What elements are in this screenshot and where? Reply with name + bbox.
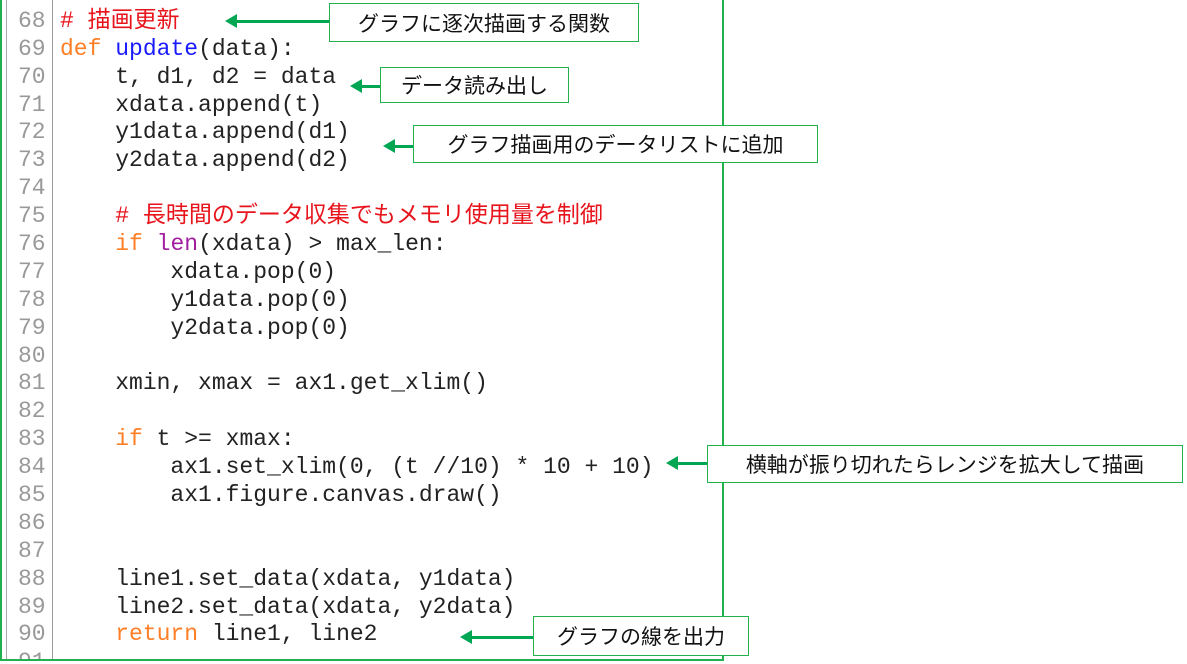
callout-text: グラフに逐次描画する関数: [358, 11, 610, 36]
line-number: 67: [18, 0, 50, 8]
line-number: 70: [18, 63, 46, 90]
line-number: 78: [18, 286, 46, 313]
line-number: 87: [18, 537, 46, 564]
callout-update-func: グラフに逐次描画する関数: [329, 3, 639, 42]
code-text: line1.set_data(xdata, y1data): [60, 566, 515, 594]
code-text: # 長時間のデータ収集でもメモリ使用量を制御: [60, 203, 603, 231]
line-number: 68: [18, 7, 46, 34]
code-token-plain: xdata.append(t): [60, 91, 323, 118]
callout-expand-range: 横軸が振り切れたらレンジを拡大して描画: [707, 445, 1183, 483]
callout-text: グラフの線を出力: [557, 625, 725, 649]
line-number: 73: [18, 147, 46, 174]
code-text: # 描画更新: [60, 8, 180, 36]
code-token-plain: (data):: [198, 35, 295, 62]
callout-append-list: グラフ描画用のデータリストに追加: [413, 125, 818, 163]
arrow-icon: [460, 630, 533, 644]
code-token-plain: xdata.pop(0): [60, 258, 337, 285]
code-token-plain: ax1.figure.canvas.draw(): [60, 482, 502, 509]
code-token-plain: [60, 621, 115, 647]
code-token-builtin: len: [156, 231, 199, 258]
code-token-plain: y1data.append(d1): [60, 119, 350, 146]
line-number: 85: [18, 482, 46, 509]
code-token-plain: t >= xmax:: [142, 426, 295, 453]
arrow-icon: [666, 456, 707, 470]
callout-output-lines: グラフの線を出力: [533, 616, 749, 656]
code-text: xdata.append(t): [60, 92, 322, 120]
arrow-icon: [225, 14, 329, 28]
line-number: 71: [18, 91, 46, 118]
arrow-icon: [350, 79, 380, 93]
code-token-comment: # 描画更新: [60, 7, 180, 34]
line-number: 79: [18, 314, 46, 341]
line-number: 72: [18, 119, 46, 146]
code-token-plain: line1, line2: [198, 621, 378, 648]
line-number: 80: [18, 342, 46, 369]
code-token-plain: line1.set_data(xdata, y1data): [60, 565, 516, 592]
code-editor: 6768 # 描画更新 69 def update(data): 70 t, d1, d…: [0, 0, 724, 661]
code-token-plain: line2.set_data(xdata, y2data): [60, 593, 516, 620]
code-text: y1data.pop(0): [60, 286, 350, 315]
code-token-kw: return: [115, 621, 199, 648]
code-text: ax1.figure.canvas.draw(): [60, 482, 502, 510]
code-text: y2data.append(d2): [60, 147, 350, 175]
line-number: 83: [18, 426, 46, 453]
line-number: 76: [18, 231, 46, 258]
code-text: def update(data):: [60, 36, 295, 64]
code-token-plain: [101, 36, 115, 62]
code-token-plain: [60, 203, 115, 229]
code-token-kw: def: [60, 35, 102, 62]
editor-edge: [6, 0, 7, 659]
callout-text: グラフ描画用のデータリストに追加: [447, 133, 784, 157]
code-text: return line1, line2: [60, 621, 377, 649]
code-token-plain: (xdata) > max_len:: [198, 231, 447, 258]
code-text: line2.set_data(xdata, y2data): [60, 594, 515, 622]
code-token-fn: update: [115, 35, 199, 62]
code-token-plain: xmin, xmax = ax1.get_xlim(): [60, 370, 488, 397]
line-number: 74: [18, 175, 46, 202]
code-text: xmin, xmax = ax1.get_xlim(): [60, 370, 488, 398]
code-token-kw: if: [115, 231, 143, 258]
code-token-plain: [60, 426, 115, 452]
code-token-plain: ax1.set_xlim(0, (t //10) * 10 + 10): [60, 454, 654, 481]
line-number: 84: [18, 454, 46, 481]
code-token-kw: if: [115, 426, 143, 453]
gutter-divider: [52, 0, 53, 659]
code-token-plain: y1data.pop(0): [60, 286, 350, 313]
code-text: y1data.append(d1): [60, 119, 350, 147]
code-text: if t >= xmax:: [60, 426, 295, 454]
line-number: 69: [18, 35, 46, 62]
code-token-plain: y2data.pop(0): [60, 314, 350, 341]
arrow-icon: [383, 139, 413, 153]
line-number: 86: [18, 509, 46, 536]
callout-read-data: データ読み出し: [380, 67, 569, 103]
callout-text: 横軸が振り切れたらレンジを拡大して描画: [745, 453, 1145, 477]
code-text: ax1.set_xlim(0, (t //10) * 10 + 10): [60, 454, 654, 482]
code-token-plain: t, d1, d2 = data: [60, 63, 337, 90]
code-token-comment: # 長時間のデータ収集でもメモリ使用量を制御: [115, 203, 603, 230]
line-number: 89: [18, 593, 46, 620]
code-text: if len(xdata) > max_len:: [60, 231, 447, 259]
line-number: 81: [18, 370, 46, 397]
code-text: t, d1, d2 = data: [60, 64, 336, 92]
line-number: 90: [18, 621, 46, 648]
line-number: 77: [18, 258, 46, 285]
line-number: 75: [18, 203, 46, 230]
line-number: 88: [18, 565, 46, 592]
line-number: 82: [18, 398, 46, 425]
code-text: xdata.pop(0): [60, 259, 336, 287]
line-number: 91: [18, 649, 50, 659]
code-token-plain: [143, 231, 157, 257]
code-token-plain: [60, 231, 115, 257]
code-token-plain: y2data.append(d2): [60, 147, 350, 174]
callout-text: データ読み出し: [401, 74, 548, 98]
code-text: y2data.pop(0): [60, 314, 350, 343]
